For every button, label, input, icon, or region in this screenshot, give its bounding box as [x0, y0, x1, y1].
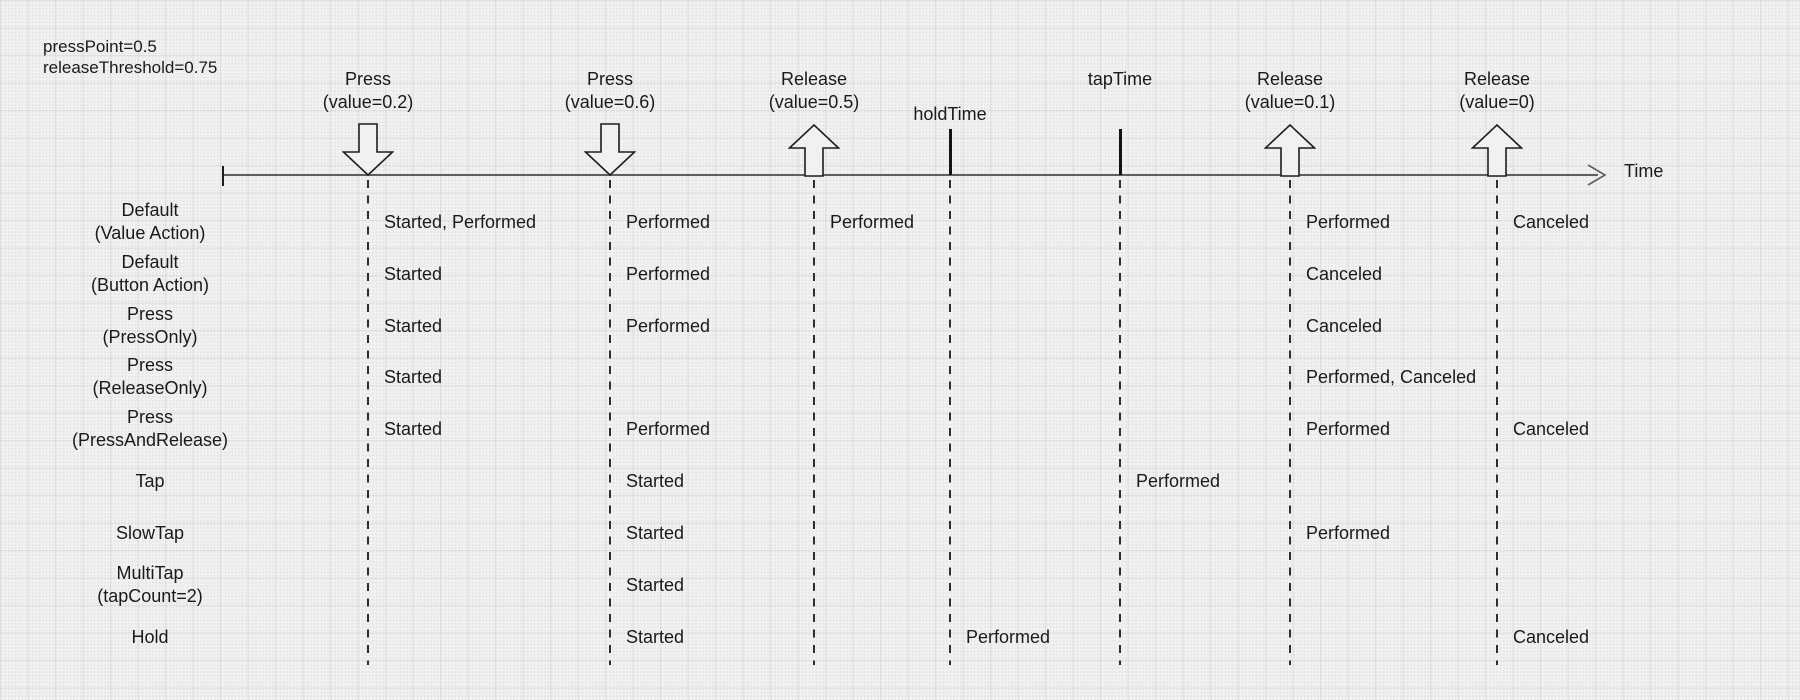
event-line-e1: [367, 180, 369, 665]
release-arrow-icon: [1471, 124, 1523, 177]
row-label-6: SlowTap: [115, 522, 185, 543]
event-annotation: Canceled: [1513, 418, 1590, 439]
time-tick-tapTime: [1118, 129, 1122, 175]
time-axis: [223, 174, 1598, 176]
press-arrow-icon: [342, 123, 394, 176]
event-annotation: Started: [384, 418, 443, 439]
press-arrow-icon: [584, 123, 636, 176]
event-annotation: Started: [626, 470, 685, 491]
event-annotation: Performed: [626, 211, 711, 232]
event-annotation: Performed: [1306, 522, 1391, 543]
event-label-e1: Press (value=0.2): [322, 69, 414, 112]
row-label-4: Press (PressAndRelease): [71, 407, 229, 450]
event-label-e2: Press (value=0.6): [564, 69, 656, 112]
event-annotation: Performed, Canceled: [1306, 366, 1477, 387]
event-annotation: Performed: [626, 418, 711, 439]
event-annotation: Performed: [830, 211, 915, 232]
event-annotation: Performed: [966, 626, 1051, 647]
row-label-1: Default (Button Action): [90, 252, 210, 295]
row-label-8: Hold: [131, 626, 169, 647]
config-note: pressPoint=0.5 releaseThreshold=0.75: [43, 37, 218, 77]
event-annotation: Canceled: [1513, 211, 1590, 232]
event-annotation: Canceled: [1306, 263, 1383, 284]
event-annotation: Performed: [1306, 211, 1391, 232]
release-arrow-icon: [1264, 124, 1316, 177]
event-annotation: Started: [626, 522, 685, 543]
row-label-0: Default (Value Action): [94, 200, 206, 243]
event-annotation: Performed: [1136, 470, 1221, 491]
event-annotation: Started: [626, 626, 685, 647]
event-annotation: Canceled: [1513, 626, 1590, 647]
event-annotation: Started, Performed: [384, 211, 537, 232]
row-label-7: MultiTap (tapCount=2): [97, 563, 203, 606]
event-line-e2: [609, 180, 611, 665]
time-tick-holdTime: [948, 129, 952, 175]
event-annotation: Started: [626, 574, 685, 595]
time-axis-label: Time: [1624, 161, 1664, 181]
time-arrowhead-icon: [1587, 164, 1607, 186]
event-annotation: Started: [384, 263, 443, 284]
event-annotation: Started: [384, 315, 443, 336]
event-label-e5: Release (value=0): [1459, 69, 1535, 112]
event-annotation: Started: [384, 366, 443, 387]
event-label-e3: Release (value=0.5): [768, 69, 860, 112]
row-label-5: Tap: [135, 470, 165, 491]
event-annotation: Canceled: [1306, 315, 1383, 336]
timeline-start-tick: [222, 166, 224, 186]
event-line-tapTime: [1119, 180, 1121, 665]
event-line-e5: [1496, 180, 1498, 665]
event-line-holdTime: [949, 180, 951, 665]
event-label-holdTime: holdTime: [913, 104, 987, 124]
row-label-2: Press (PressOnly): [102, 304, 198, 347]
event-line-e4: [1289, 180, 1291, 665]
event-annotation: Performed: [626, 263, 711, 284]
event-line-e3: [813, 180, 815, 665]
event-annotation: Performed: [626, 315, 711, 336]
event-label-e4: Release (value=0.1): [1244, 69, 1336, 112]
event-label-tapTime: tapTime: [1087, 69, 1153, 89]
row-label-3: Press (ReleaseOnly): [92, 355, 208, 398]
event-annotation: Performed: [1306, 418, 1391, 439]
release-arrow-icon: [788, 124, 840, 177]
